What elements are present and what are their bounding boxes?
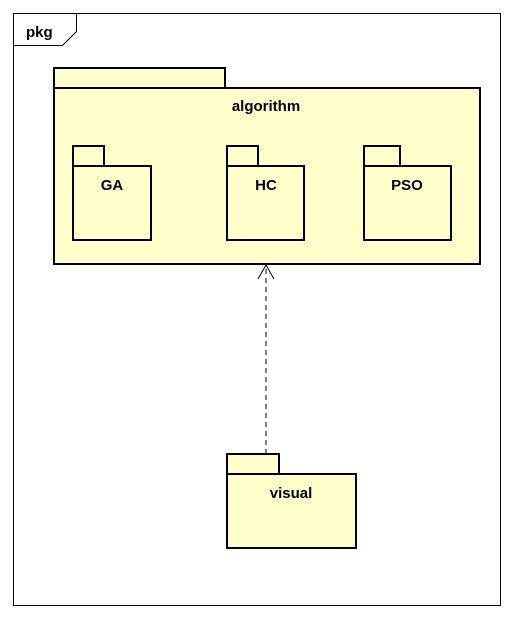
package-ga-tab <box>72 145 105 167</box>
package-hc-label: HC <box>255 177 277 194</box>
package-visual-tab <box>226 453 280 475</box>
package-pso[interactable]: PSO <box>363 145 452 241</box>
package-pso-label: PSO <box>391 177 423 194</box>
package-algorithm-label: algorithm <box>232 98 300 115</box>
package-pso-body <box>363 165 452 241</box>
dependency-arrow[interactable] <box>257 263 275 454</box>
package-ga-body <box>72 165 152 241</box>
package-algorithm-tab <box>53 67 226 89</box>
package-hc-tab <box>226 145 259 167</box>
frame-tag <box>13 13 77 46</box>
frame-label: pkg <box>26 24 53 41</box>
package-ga[interactable]: GA <box>72 145 152 241</box>
package-ga-label: GA <box>101 177 124 194</box>
package-hc[interactable]: HC <box>226 145 305 241</box>
package-pso-tab <box>363 145 401 167</box>
package-visual[interactable]: visual <box>226 453 357 549</box>
package-visual-body <box>226 473 357 549</box>
package-visual-label: visual <box>270 485 313 502</box>
dependency-arrowhead <box>257 263 275 280</box>
package-hc-body <box>226 165 305 241</box>
